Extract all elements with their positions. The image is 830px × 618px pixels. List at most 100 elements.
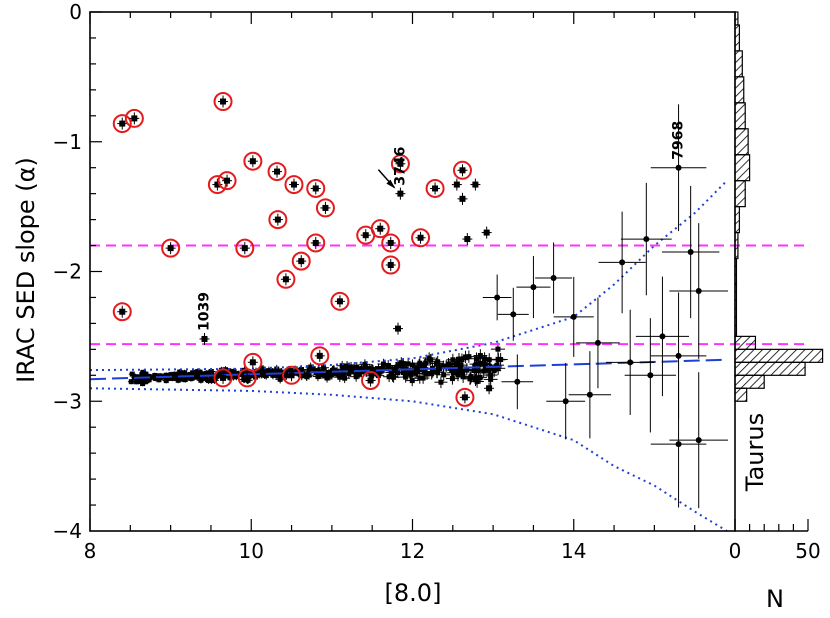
cluster-point (438, 379, 444, 385)
data-point (244, 374, 251, 381)
cluster-point (321, 365, 327, 371)
data-point (316, 352, 323, 359)
cluster-point (400, 370, 406, 376)
cluster-point (182, 370, 188, 376)
cluster-point (266, 368, 272, 374)
data-point (274, 168, 281, 175)
data-point-red-circle (112, 302, 132, 322)
data-point-red-circle (112, 114, 132, 134)
x-tick-label: 14 (561, 539, 586, 563)
data-point (675, 441, 682, 448)
histogram-bar (734, 128, 749, 156)
cluster-point (206, 370, 212, 376)
cluster-point (495, 346, 501, 352)
cluster-point (484, 367, 490, 373)
data-point (367, 377, 374, 384)
data-point (647, 372, 654, 379)
data-point (486, 385, 493, 392)
cluster-point (491, 368, 497, 374)
cluster-point (177, 369, 183, 375)
histogram-bar (734, 50, 743, 78)
envelope-lower-line (89, 387, 728, 532)
x-tick-label: 10 (239, 539, 264, 563)
cluster-point (261, 369, 267, 375)
cluster-point (163, 372, 169, 378)
cluster-point (399, 363, 405, 369)
cluster-point (294, 367, 300, 373)
data-point-red-circle (213, 368, 233, 388)
cluster-point (477, 374, 483, 380)
data-point (472, 181, 479, 188)
data-point (167, 245, 174, 252)
data-point-red-circle (217, 171, 237, 191)
data-point (594, 339, 601, 346)
cluster-point (417, 366, 423, 372)
cluster-point (460, 369, 466, 375)
y-tick-label: −4 (53, 519, 82, 543)
cluster-point (420, 375, 426, 381)
data-point (274, 216, 281, 223)
cluster-point (306, 367, 312, 373)
cluster-point (278, 369, 284, 375)
data-point (459, 195, 466, 202)
cluster-point (409, 378, 415, 384)
data-point-red-circle (315, 198, 335, 218)
histogram-bar (734, 348, 824, 363)
histogram-bar (734, 76, 745, 104)
data-point-red-circle (124, 108, 144, 128)
data-point-red-circle (425, 178, 445, 198)
cluster-point (308, 364, 314, 370)
cluster-point (474, 379, 480, 385)
data-point (695, 437, 702, 444)
y-tick-label: −2 (53, 260, 82, 284)
annotation-arrow-head (386, 179, 396, 189)
y-tick-label: 0 (69, 0, 82, 24)
cluster-point (198, 377, 204, 383)
data-point (562, 398, 569, 405)
cluster-point (437, 366, 443, 372)
cluster-point (463, 354, 469, 360)
cluster-point (215, 373, 221, 379)
data-point-red-circle (381, 233, 401, 253)
data-point-red-circle (310, 346, 330, 366)
data-point-red-circle (237, 368, 257, 388)
data-point (220, 98, 227, 105)
x-axis-label: [8.0] (385, 579, 442, 607)
data-point (459, 167, 466, 174)
x-tick-label: 12 (400, 539, 425, 563)
cluster-point (155, 376, 161, 382)
data-point (570, 313, 577, 320)
data-point-red-circle (267, 162, 287, 182)
histogram-bar (734, 387, 748, 402)
cluster-point (315, 374, 321, 380)
fit-line (89, 358, 727, 381)
cluster-point (274, 366, 280, 372)
x-tick-label: 8 (84, 539, 97, 563)
data-point (387, 262, 394, 269)
cluster-point (494, 362, 500, 368)
data-point (659, 333, 666, 340)
cluster-point (218, 370, 224, 376)
cluster-point (498, 357, 504, 363)
data-point-red-circle (370, 219, 390, 239)
cluster-point (299, 373, 305, 379)
cluster-point (453, 360, 459, 366)
histogram-bar (734, 180, 746, 208)
cluster-point (459, 357, 465, 363)
data-point (619, 259, 626, 266)
annotation-label: 1039 (196, 292, 212, 331)
cluster-point (486, 357, 492, 363)
data-point (453, 181, 460, 188)
data-point (282, 276, 289, 283)
histogram-bar (734, 154, 751, 182)
data-point (687, 249, 694, 256)
cluster-point (227, 375, 233, 381)
cluster-point (273, 372, 279, 378)
histogram-panel (734, 11, 824, 402)
taurus-label: Taurus (741, 413, 769, 492)
cluster-point (203, 370, 209, 376)
cluster-point (306, 372, 312, 378)
data-point (224, 177, 231, 184)
cluster-point (421, 368, 427, 374)
